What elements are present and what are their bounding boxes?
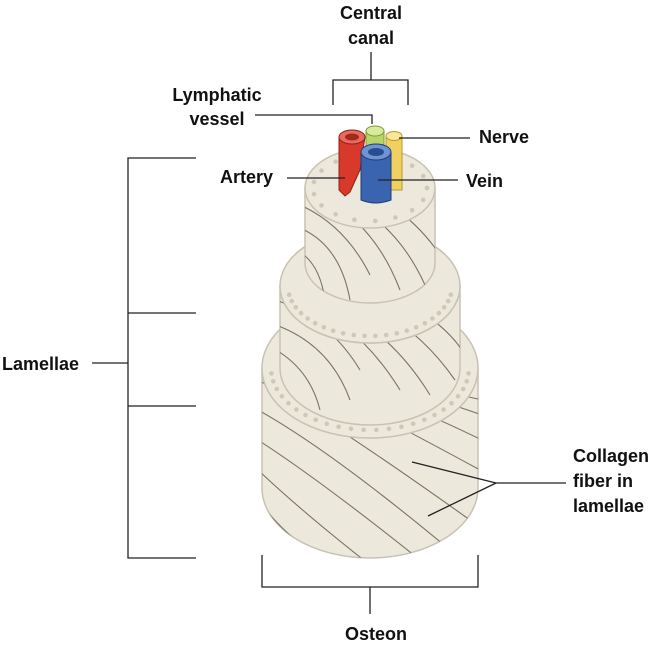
pore [436, 310, 442, 316]
pore [441, 407, 446, 412]
pore [383, 332, 389, 338]
pore [449, 400, 454, 406]
osteon-label: Osteon [345, 624, 407, 644]
pore [466, 371, 471, 376]
artery [338, 129, 366, 197]
pore [279, 394, 285, 399]
collagen-label-line2: fiber in [573, 471, 633, 491]
pore [422, 417, 427, 423]
pore [330, 328, 336, 334]
pore [361, 427, 366, 433]
pore [303, 412, 308, 418]
vein-label: Vein [466, 171, 503, 191]
pore [269, 371, 274, 376]
pore [420, 197, 426, 203]
osteon-bracket [261, 555, 479, 614]
central-canal-label-line2: canal [348, 28, 394, 48]
lamellae-bracket [92, 157, 196, 559]
pore [394, 331, 400, 336]
pore [441, 305, 447, 310]
lymphatic-label-line2: vessel [189, 109, 244, 129]
pore [311, 191, 317, 197]
pore [294, 407, 299, 412]
pore [430, 316, 435, 321]
pore [409, 207, 415, 213]
pore [409, 163, 415, 169]
vein [360, 143, 392, 204]
central-canal-label-line1: Central [340, 3, 402, 23]
lymphatic-leader [255, 114, 373, 124]
pore [274, 386, 280, 392]
pore [340, 331, 346, 336]
pore [286, 292, 292, 298]
pore [321, 325, 327, 330]
pore [336, 424, 341, 430]
pore [348, 426, 354, 432]
pore [460, 386, 466, 392]
pore [410, 421, 416, 427]
pore [422, 320, 428, 326]
artery-label: Artery [220, 167, 273, 187]
pore [464, 379, 470, 384]
pore [289, 298, 295, 304]
lymphatic-label-line1: Lymphatic [172, 85, 261, 105]
pore [386, 426, 392, 432]
pore [399, 424, 404, 430]
lamellae-label: Lamellae [2, 354, 79, 374]
pore [373, 333, 378, 339]
pore [305, 316, 310, 321]
pore [373, 218, 378, 224]
pore [333, 159, 338, 164]
pore [374, 427, 379, 433]
pore [333, 212, 338, 217]
pore [424, 185, 430, 191]
pore [420, 173, 426, 179]
pore [455, 394, 461, 399]
collagen-label-line3: lamellae [573, 496, 644, 516]
pore [404, 328, 410, 334]
pore [393, 215, 398, 220]
pore [298, 310, 304, 316]
pore [432, 412, 437, 418]
pore [293, 305, 299, 310]
pore [445, 298, 451, 304]
central-canal-bracket [332, 52, 409, 105]
pore [362, 333, 367, 339]
pore [324, 421, 330, 427]
pore [352, 217, 357, 222]
pore [319, 203, 324, 208]
collagen-leader [411, 461, 566, 517]
pore [312, 320, 318, 326]
pore [413, 325, 419, 330]
pore [286, 400, 291, 406]
nerve-label: Nerve [479, 127, 529, 147]
pore [311, 179, 317, 185]
collagen-label-line1: Collagen [573, 446, 649, 466]
pore [351, 332, 357, 338]
pore [271, 379, 276, 384]
pore [448, 292, 454, 298]
pore [319, 168, 324, 173]
pore [313, 417, 319, 423]
